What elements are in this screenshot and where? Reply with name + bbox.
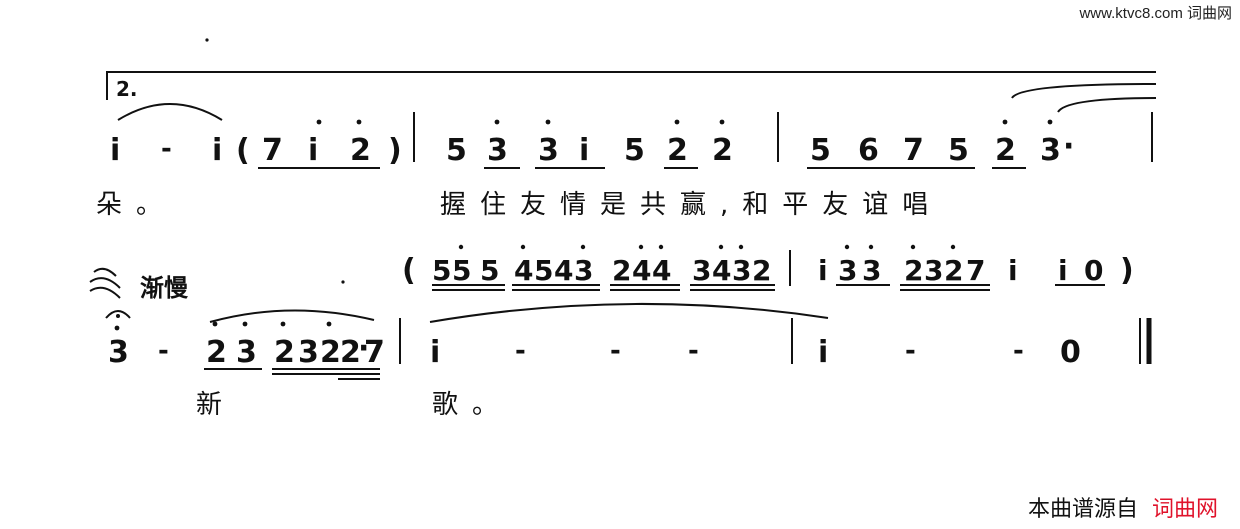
- svg-text:5: 5: [452, 254, 471, 287]
- note: 5: [810, 133, 831, 168]
- svg-text:3: 3: [236, 335, 257, 370]
- svg-text:-: -: [905, 336, 916, 366]
- svg-text:-: -: [610, 336, 621, 366]
- paren-open: (: [236, 133, 250, 168]
- svg-text:4: 4: [554, 254, 573, 287]
- note: 5: [446, 133, 467, 168]
- svg-text:i: i: [430, 335, 440, 370]
- tempo-curve: [89, 286, 121, 299]
- svg-text:-: -: [515, 336, 526, 366]
- volta-label: 2.: [116, 77, 138, 101]
- note: 3: [538, 133, 559, 168]
- lyric-line1-b: 握住友情是共赢,和平友谊唱: [440, 190, 943, 220]
- note: 7: [903, 133, 924, 168]
- svg-text:3: 3: [692, 254, 711, 287]
- svg-text:i: i: [1008, 254, 1018, 287]
- svg-text:): ): [1120, 253, 1134, 288]
- note: 6: [858, 133, 879, 168]
- volta-bracket: 2.: [106, 71, 1156, 101]
- measure-2-1: 3 - 2 3 2 3 2 2 · 7: [108, 321, 385, 380]
- note: i: [579, 133, 589, 168]
- svg-text:0: 0: [1084, 254, 1103, 287]
- svg-text:2: 2: [752, 254, 771, 287]
- svg-text:7: 7: [966, 254, 985, 287]
- svg-text:3: 3: [924, 254, 943, 287]
- svg-text:3: 3: [732, 254, 751, 287]
- note: i: [308, 133, 318, 168]
- note: 2: [350, 133, 371, 168]
- stray-dot: [341, 280, 345, 284]
- svg-text:2: 2: [320, 335, 341, 370]
- paren-close: ): [388, 133, 402, 168]
- dash: -: [161, 134, 172, 164]
- note: 2: [712, 133, 733, 168]
- tie-arc: [429, 302, 829, 323]
- svg-text:(: (: [402, 253, 416, 288]
- tie-arc: [1057, 97, 1157, 113]
- note: 5: [948, 133, 969, 168]
- svg-text:-: -: [1013, 336, 1024, 366]
- svg-text:5: 5: [480, 254, 499, 287]
- tie-arc: [209, 309, 375, 323]
- lyric-line2-a: 新: [196, 390, 237, 420]
- tempo-marking: 渐慢: [140, 274, 189, 302]
- note: i: [212, 133, 222, 168]
- footer-credit: 本曲谱源自词曲网: [1028, 491, 1218, 523]
- note: 7: [262, 133, 283, 168]
- tempo-curve: [93, 267, 117, 277]
- svg-text:2: 2: [944, 254, 963, 287]
- svg-text:i: i: [818, 254, 828, 287]
- measure-1-2: 5 3 3 i 5 2 2: [446, 119, 733, 169]
- note: 3: [1040, 133, 1061, 168]
- svg-text:5: 5: [534, 254, 553, 287]
- measure-1-3: 5 6 7 5 2 3 ·: [807, 119, 1074, 169]
- svg-text:3: 3: [574, 254, 593, 287]
- tie-arc: [117, 103, 223, 121]
- intro-phrase: ( 5 5 5 4 5 4 3 2 4 4 3 4 3 2 i 3 3 2 3: [402, 244, 1134, 291]
- stray-dot: [205, 38, 209, 42]
- svg-text:3: 3: [108, 335, 129, 370]
- svg-text:2: 2: [340, 335, 361, 370]
- note: i: [110, 133, 120, 168]
- svg-text:3: 3: [298, 335, 319, 370]
- measure-2-3: i - - 0: [818, 335, 1081, 370]
- svg-text:4: 4: [652, 254, 671, 287]
- svg-text:5: 5: [432, 254, 451, 287]
- svg-text:4: 4: [632, 254, 651, 287]
- note: 2: [995, 133, 1016, 168]
- svg-text:2: 2: [612, 254, 631, 287]
- tie-arc: [1011, 83, 1157, 99]
- svg-text:4: 4: [514, 254, 533, 287]
- svg-text:7: 7: [364, 335, 385, 370]
- svg-text:-: -: [688, 336, 699, 366]
- svg-text:-: -: [158, 336, 169, 366]
- measure-1-1: i - i ( 7 i 2 ): [110, 119, 402, 169]
- svg-text:3: 3: [862, 254, 881, 287]
- svg-text:4: 4: [712, 254, 731, 287]
- fermata-icon: [105, 310, 131, 319]
- svg-text:·: ·: [358, 331, 369, 366]
- tempo-curve: [89, 277, 121, 289]
- credit-brand[interactable]: 词曲网: [1151, 497, 1218, 522]
- svg-text:i: i: [1058, 254, 1068, 287]
- note: 5: [624, 133, 645, 168]
- note: 3: [487, 133, 508, 168]
- svg-text:2: 2: [274, 335, 295, 370]
- credit-prefix: 本曲谱源自: [1027, 497, 1138, 522]
- measure-2-2: i - - -: [430, 335, 699, 370]
- svg-text:2: 2: [904, 254, 923, 287]
- svg-text:i: i: [818, 335, 828, 370]
- lyric-line2-b: 歌。: [432, 390, 513, 420]
- augmentation-dot: ·: [1063, 129, 1074, 164]
- site-url: www.ktvc8.com 词曲网: [1079, 5, 1232, 22]
- lyric-line1-a: 朵。: [96, 190, 177, 220]
- svg-text:2: 2: [206, 335, 227, 370]
- svg-text:0: 0: [1060, 335, 1081, 370]
- svg-text:3: 3: [838, 254, 857, 287]
- note: 2: [667, 133, 688, 168]
